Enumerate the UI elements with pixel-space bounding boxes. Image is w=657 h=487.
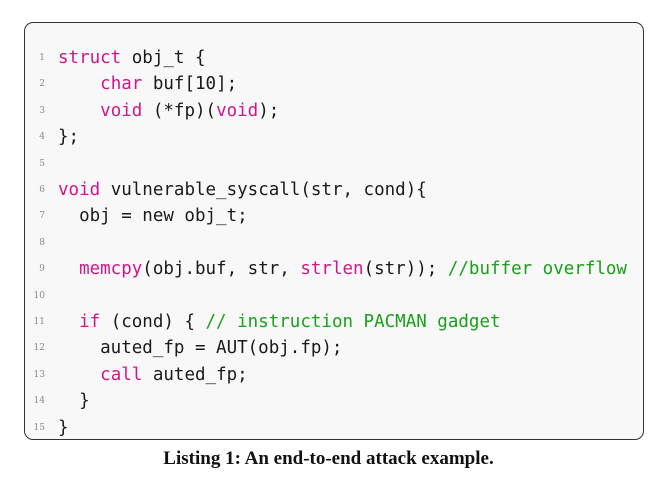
line-number: 10 (33, 290, 45, 301)
line-number: 5 (39, 158, 45, 169)
code-line-12: auted_fp = AUT(obj.fp); (58, 338, 343, 359)
keyword: void (58, 180, 101, 200)
function-name: memcpy (79, 259, 143, 280)
code-line-6: void vulnerable_syscall(str, cond){ (58, 177, 427, 203)
line-number: 12 (33, 343, 45, 354)
keyword: char (100, 74, 143, 95)
line-number: 14 (33, 396, 45, 407)
keyword: call (100, 364, 143, 385)
line-number: 11 (33, 317, 45, 327)
listing-caption: Listing 1: An end-to-end attack example. (163, 448, 494, 469)
code-line-3: void (*fp)(void); (58, 98, 279, 124)
code-line-7: obj = new obj_t; (58, 206, 248, 227)
code-line-4: }; (58, 127, 80, 148)
indent (58, 101, 100, 121)
line-number: 8 (39, 237, 45, 248)
code-comment: //buffer overflow (447, 259, 627, 280)
code-listing-box: 1 2 3 4 5 6 7 8 9 10 11 12 13 14 15 stru… (24, 22, 644, 440)
code-text: (*fp)( (142, 100, 217, 121)
line-number: 2 (39, 79, 45, 90)
code-line-14: } (58, 391, 90, 412)
indent (58, 259, 79, 279)
code-line-11: if (cond) { // instruction PACMAN gadget (58, 309, 501, 335)
line-number: 4 (39, 132, 45, 143)
code-line-2: char buf[10]; (58, 71, 237, 97)
keyword: if (79, 312, 101, 332)
indent (58, 365, 100, 385)
code-text: buf[10]; (142, 74, 238, 95)
code-text: vulnerable_syscall(str, cond){ (100, 180, 427, 200)
indent (58, 312, 79, 332)
code-comment: // instruction PACMAN gadget (205, 312, 501, 332)
keyword: void (216, 100, 259, 121)
line-number: 7 (39, 211, 45, 222)
code-line-15: } (58, 417, 69, 438)
code-line-13: call auted_fp; (58, 362, 248, 388)
line-number: 3 (39, 105, 45, 116)
function-name: strlen (300, 259, 364, 280)
indent (58, 74, 100, 94)
line-number: 9 (39, 264, 45, 275)
code-text: (obj.buf, str, (142, 259, 301, 280)
line-number: 13 (33, 369, 45, 380)
code-text: obj_t { (121, 48, 206, 68)
code-line-9: memcpy(obj.buf, str, strlen(str)); //buf… (58, 256, 627, 282)
code-line-1: struct obj_t { (58, 45, 206, 71)
code-text: ); (258, 100, 280, 121)
code-text: auted_fp; (142, 364, 248, 385)
keyword: void (100, 100, 143, 121)
line-number: 6 (39, 185, 45, 195)
line-number: 1 (39, 53, 45, 63)
line-number: 15 (33, 422, 45, 433)
code-text: (str)); (363, 259, 448, 280)
code-text: (cond) { (100, 312, 206, 332)
keyword: struct (58, 48, 122, 68)
